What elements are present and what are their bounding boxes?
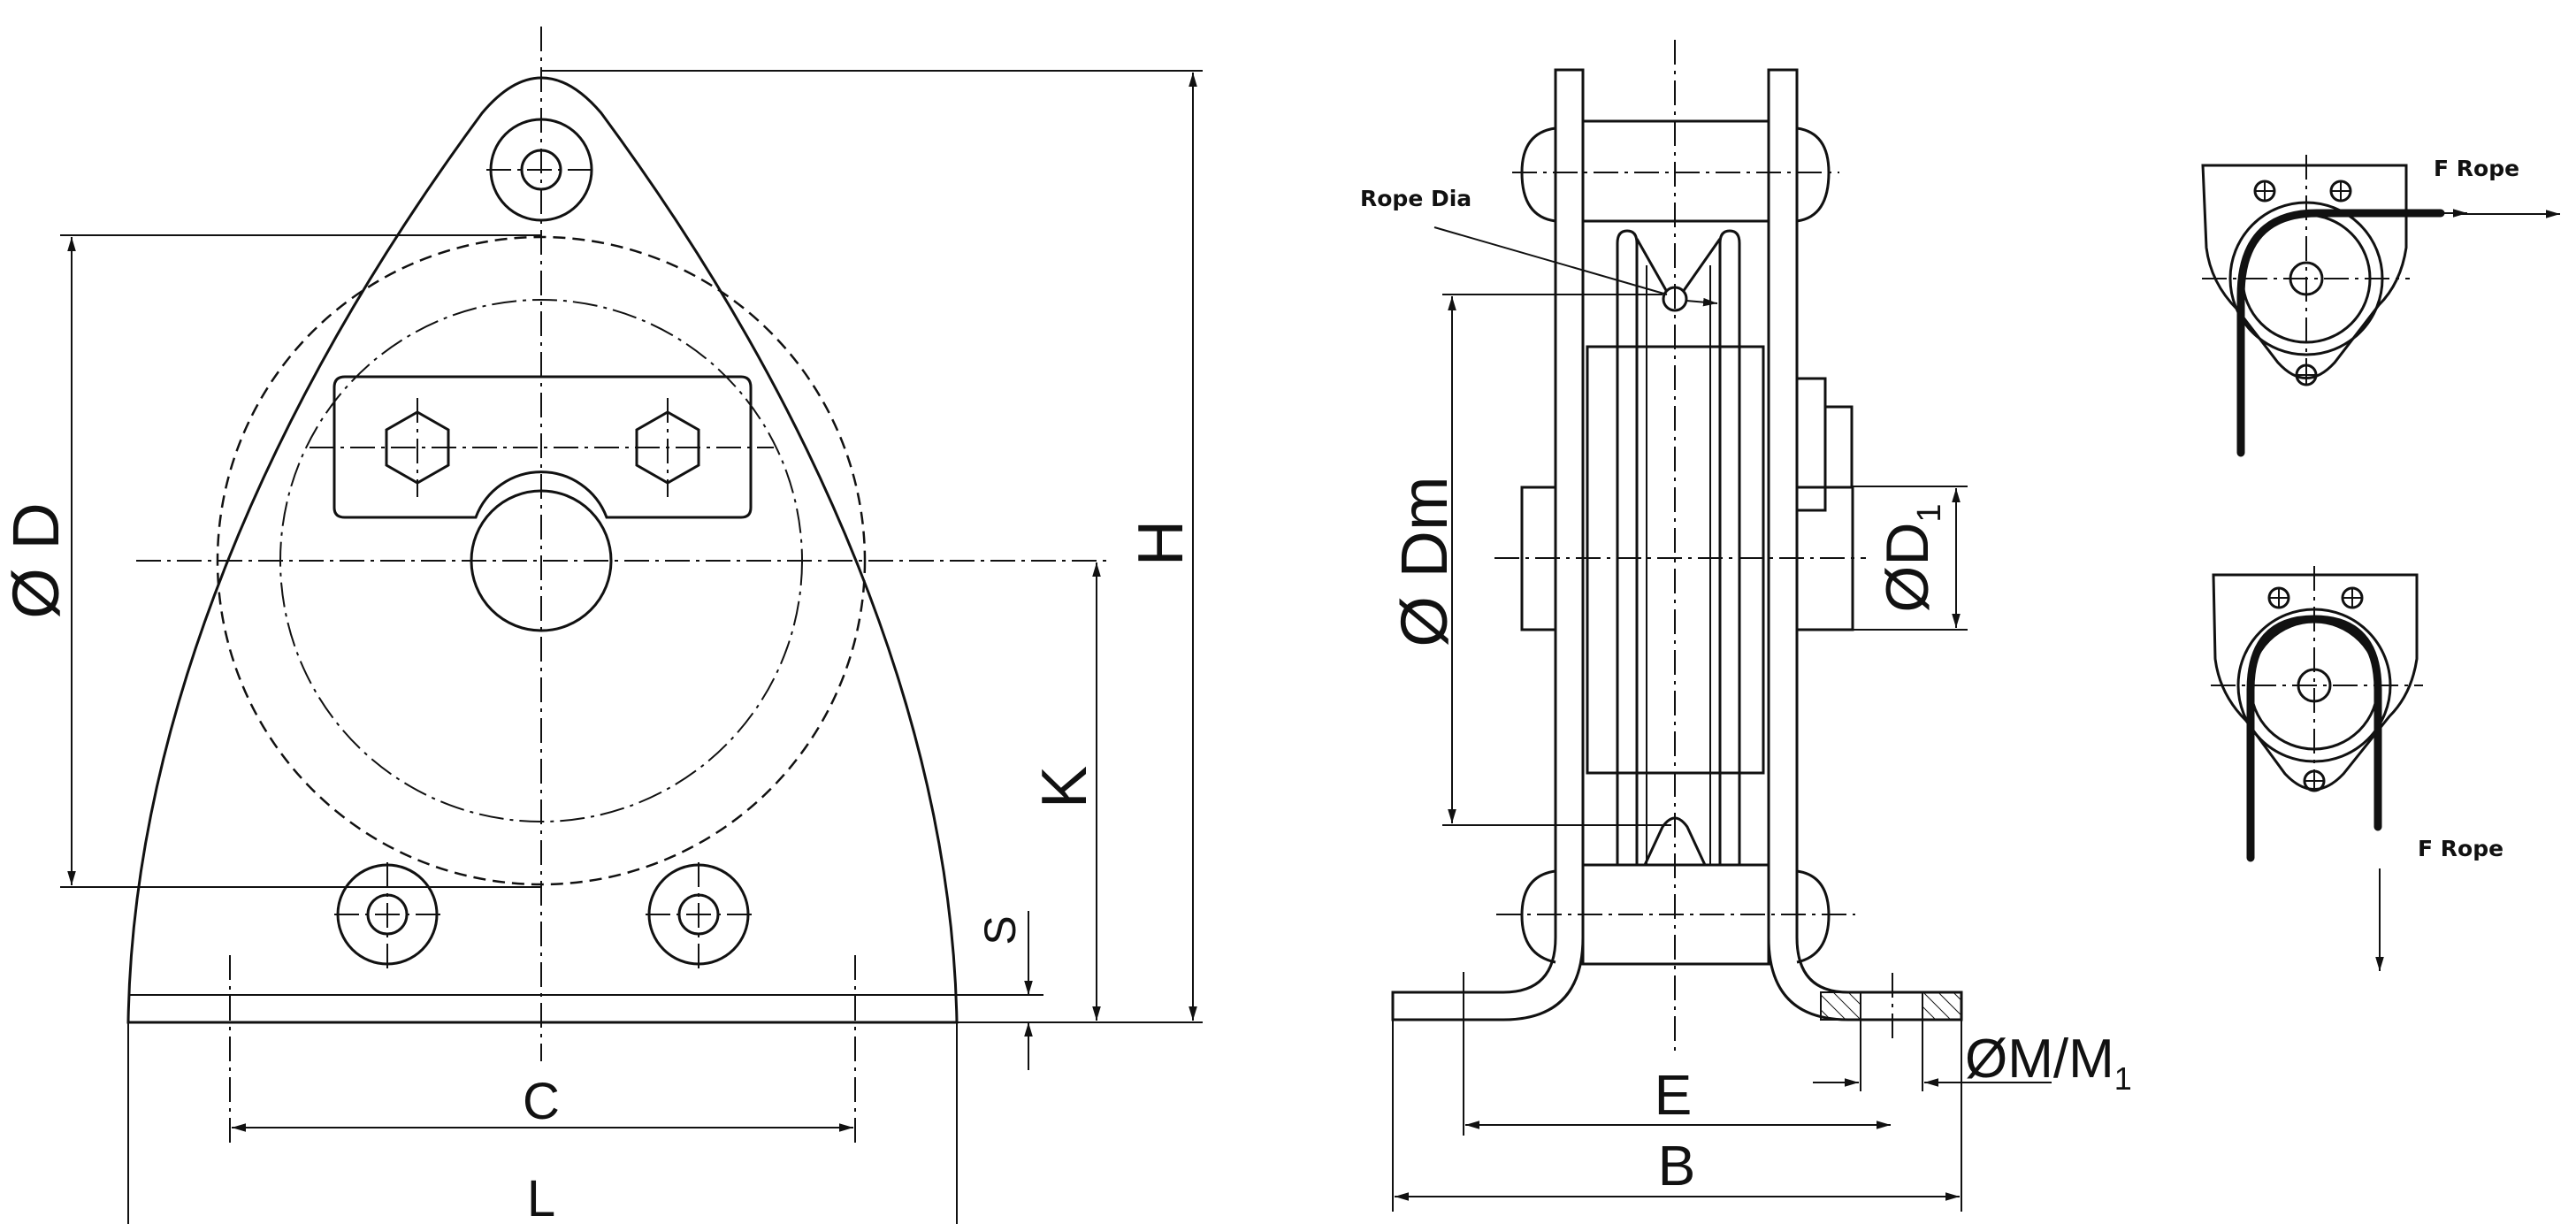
dimension-Dm: Ø Dm [1387,294,1671,826]
dimension-H-label: H [1126,520,1196,566]
dimension-C-label: C [523,1073,560,1130]
sheave-left-flange [1616,229,1639,865]
rope-dia-callout: Rope Dia [1360,186,1718,312]
flange-hatch-left [1820,991,1861,1021]
rope-path [2236,209,2445,457]
sheave-right-flange [1718,229,1741,865]
side-view: Rope Dia Ø Dm ØD1 ØM/M1 [1360,40,2132,1212]
bottom-left-mounting-hole [334,862,440,968]
dimension-H: H [541,70,1203,1023]
dimension-C: C [229,955,856,1143]
sheave-groove-top [1635,238,1722,293]
dimension-B-label: B [1658,1134,1696,1197]
dimension-L: L [127,1022,958,1224]
rope-view-horizontal: F Rope [2201,155,2560,457]
sheave-outer-circle [216,235,867,886]
dimension-D: Ø D [0,234,541,888]
bottom-spacer-left-end [1520,869,1556,964]
bolt-icon [2253,180,2276,203]
dimension-Dm-label: Ø Dm [1387,476,1461,646]
clamp-plate [333,375,753,519]
rope-section-icon [1662,286,1688,312]
hub-disc [1586,345,1765,775]
top-mounting-hole [486,118,596,222]
plate-outline [126,76,959,1024]
axle-nut-hex [1823,405,1854,489]
rope-dia-label: Rope Dia [1360,186,1471,211]
dimension-D1: ØD1 [1853,486,1968,631]
sheave-groove-bottom [1643,816,1707,866]
front-view: Ø D H K S C [0,27,1203,1224]
dimension-M: ØM/M1 [1813,1020,2132,1097]
axle-nut [1795,377,1827,512]
dimension-M-label: ØM/M1 [1965,1029,2132,1097]
dimension-D1-label: ØD1 [1874,503,1948,612]
force-label-horizontal: F Rope [2434,156,2519,181]
bottom-right-mounting-hole [646,862,752,968]
dimension-S: S [975,911,1033,1070]
dimension-M-text: ØM/M [1965,1029,2114,1090]
dimension-E-label: E [1655,1063,1693,1127]
dimension-B: B [1392,1020,1962,1212]
sheave-pitch-circle [279,299,803,822]
dimension-K-label: K [1029,766,1100,808]
dimension-K: K [1029,562,1101,1021]
axle-left-end [1520,486,1557,631]
axle-circle [470,489,613,632]
force-label-vertical: F Rope [2418,836,2503,861]
dimension-D1-subscript: 1 [1911,503,1948,522]
dimension-S-label: S [975,915,1025,945]
bottom-spacer-right-end [1796,869,1831,964]
top-spacer-right-end [1796,126,1831,223]
bolt-icon [2341,586,2364,609]
bolt-icon [2295,363,2318,386]
left-side-plate [1391,68,1585,1021]
dimension-L-label: L [527,1170,555,1224]
bolt-icon [2329,180,2352,203]
dimension-E: E [1465,1063,1891,1129]
rope-path [2246,615,2382,862]
dimension-D-label: Ø D [0,502,73,619]
dimension-D1-text: ØD [1874,523,1941,613]
dimension-M-subscript: 1 [2114,1060,2132,1097]
bolt-icon [2303,769,2326,792]
top-spacer-left-end [1520,126,1556,223]
rope-view-vertical: F Rope [2211,566,2503,971]
flange-hatch-right [1922,991,1962,1021]
bolt-icon [2267,586,2290,609]
